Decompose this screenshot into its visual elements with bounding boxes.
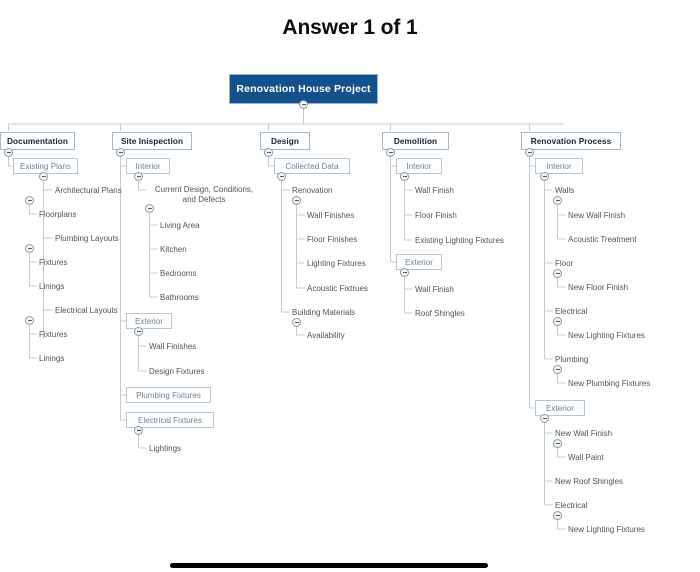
node-demo-existing-lighting-fixtures[interactable]: Existing Lighting Fixtures — [415, 236, 504, 245]
node-rp-walls[interactable]: Walls — [555, 186, 575, 195]
collapse-minus-icon[interactable] — [553, 317, 562, 326]
node-design-lighting-fixtures[interactable]: Lighting Fixtures — [307, 259, 366, 268]
node-living-area[interactable]: Living Area — [160, 221, 200, 230]
node-electrical-linings[interactable]: Linings — [39, 354, 65, 363]
horizontal-scrollbar-track[interactable] — [0, 554, 700, 572]
collapse-minus-icon[interactable] — [525, 148, 534, 157]
collapse-minus-icon[interactable] — [116, 148, 125, 157]
node-availability[interactable]: Availability — [307, 331, 345, 340]
collapse-minus-icon[interactable] — [400, 172, 409, 181]
node-rp-int-new-lighting-fixtures[interactable]: New Lighting Fixtures — [568, 331, 645, 340]
collapse-minus-icon[interactable] — [540, 172, 549, 181]
node-plumbing-linings[interactable]: Linings — [39, 282, 65, 291]
collapse-minus-icon[interactable] — [540, 414, 549, 423]
node-demo-roof-shingles[interactable]: Roof Shingles — [415, 309, 465, 318]
node-floorplans[interactable]: Floorplans — [39, 210, 77, 219]
collapse-minus-icon[interactable] — [553, 439, 562, 448]
collapse-minus-icon[interactable] — [292, 196, 301, 205]
collapse-minus-icon[interactable] — [553, 511, 562, 520]
horizontal-scrollbar-thumb[interactable] — [170, 563, 488, 568]
node-rp-exterior[interactable]: Exterior — [535, 400, 585, 416]
collapse-minus-icon[interactable] — [400, 268, 409, 277]
node-root[interactable]: Renovation House Project — [229, 74, 378, 104]
node-plumbing-layouts[interactable]: Plumbing Layouts — [55, 234, 119, 243]
node-electrical-layouts[interactable]: Electrical Layouts — [55, 306, 118, 315]
collapse-minus-icon[interactable] — [134, 172, 143, 181]
collapse-minus-icon[interactable] — [25, 196, 34, 205]
collapse-minus-icon[interactable] — [145, 204, 154, 213]
collapse-minus-icon[interactable] — [553, 269, 562, 278]
node-si-wall-finishes[interactable]: Wall Finishes — [149, 342, 197, 351]
collapse-minus-icon[interactable] — [134, 426, 143, 435]
node-site-inspection[interactable]: Site Inispection — [112, 132, 192, 150]
collapse-minus-icon[interactable] — [25, 244, 34, 253]
node-plumbing-fixtures[interactable]: Fixtures — [39, 258, 68, 267]
node-rp-new-floor-finish[interactable]: New Floor Finish — [568, 283, 629, 292]
node-bedrooms[interactable]: Bedrooms — [160, 269, 197, 278]
node-demo-interior[interactable]: Interior — [396, 158, 442, 174]
collapse-minus-icon[interactable] — [299, 100, 308, 109]
collapse-minus-icon[interactable] — [292, 318, 301, 327]
collapse-minus-icon[interactable] — [39, 172, 48, 181]
collapse-minus-icon[interactable] — [264, 148, 273, 157]
collapse-minus-icon[interactable] — [134, 327, 143, 336]
node-rp-new-roof-shingles[interactable]: New Roof Shingles — [555, 477, 624, 486]
node-si-plumbing-fixtures[interactable]: Plumbing Fixtures — [126, 387, 211, 403]
node-rp-interior[interactable]: Interior — [535, 158, 583, 174]
node-si-interior[interactable]: Interior — [126, 158, 170, 174]
collapse-minus-icon[interactable] — [553, 365, 562, 374]
node-design[interactable]: Design — [260, 132, 310, 150]
node-demolition[interactable]: Demolition — [382, 132, 449, 150]
node-si-electrical-fixtures[interactable]: Electrical Fixtures — [126, 412, 214, 428]
node-design-acoustic-fixtures[interactable]: Acoustic Fixtrues — [307, 284, 368, 293]
node-collected-data[interactable]: Collected Data — [274, 158, 350, 174]
node-rp-ext-electrical[interactable]: Electrical — [555, 501, 588, 510]
node-rp-plumbing[interactable]: Plumbing — [555, 355, 589, 364]
node-rp-new-plumbing-fixtures[interactable]: New Plumbing Fixtures — [568, 379, 651, 388]
node-demo-ext-wall-finish[interactable]: Wall Finish — [415, 285, 454, 294]
node-rp-wall-paint[interactable]: Wall Paint — [568, 453, 604, 462]
collapse-minus-icon[interactable] — [4, 148, 13, 157]
node-building-materials[interactable]: Building Materials — [292, 308, 356, 317]
node-design-floor-finishes[interactable]: Floor Finishes — [307, 235, 358, 244]
node-current-design-conditions-defects[interactable]: Current Design, Conditions, and Defects — [154, 185, 254, 204]
node-si-design-fixtures[interactable]: Design Fixtures — [149, 367, 205, 376]
node-rp-new-wall-finish[interactable]: New Wall Finish — [568, 211, 626, 220]
collapse-minus-icon[interactable] — [553, 196, 562, 205]
node-design-wall-finishes[interactable]: Wall Finishes — [307, 211, 355, 220]
node-architectural-plans[interactable]: Architectural Plans — [55, 186, 122, 195]
node-bathrooms[interactable]: Bathrooms — [160, 293, 199, 302]
node-renovation-process[interactable]: Renovation Process — [521, 132, 621, 150]
node-demo-wall-finish[interactable]: Wall Finish — [415, 186, 454, 195]
node-rp-ext-new-lighting-fixtures[interactable]: New Lighting Fixtures — [568, 525, 645, 534]
node-lightings[interactable]: Lightings — [149, 444, 182, 453]
node-si-exterior[interactable]: Exterior — [126, 313, 172, 329]
collapse-minus-icon[interactable] — [277, 172, 286, 181]
node-design-renovation[interactable]: Renovation — [292, 186, 333, 195]
collapse-minus-icon[interactable] — [25, 316, 34, 325]
node-rp-int-electrical[interactable]: Electrical — [555, 307, 588, 316]
node-documentation[interactable]: Documentation — [0, 132, 75, 150]
page-title: Answer 1 of 1 — [282, 16, 418, 39]
node-rp-ext-new-wall-finish[interactable]: New Wall Finish — [555, 429, 613, 438]
node-demo-exterior[interactable]: Exterior — [396, 254, 442, 270]
node-demo-floor-finish[interactable]: Floor Finish — [415, 211, 457, 220]
node-electrical-fixtures[interactable]: Fixtures — [39, 330, 68, 339]
node-kitchen[interactable]: Kitchen — [160, 245, 187, 254]
collapse-minus-icon[interactable] — [386, 148, 395, 157]
node-rp-floor[interactable]: Floor — [555, 259, 574, 268]
node-rp-acoustic-treatment[interactable]: Acoustic Treatment — [568, 235, 637, 244]
